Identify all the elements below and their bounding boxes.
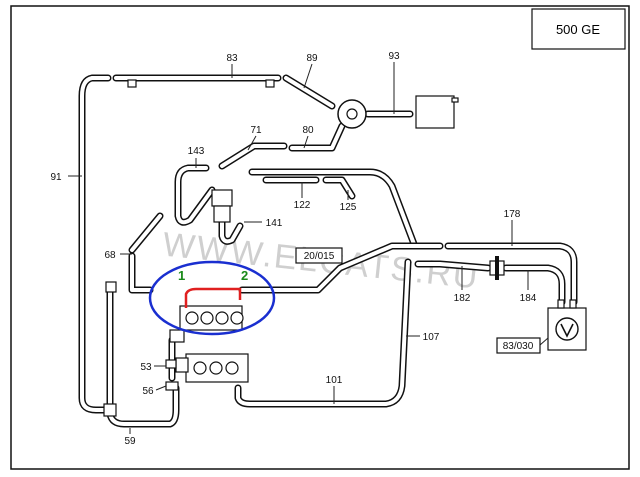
label-89: 89 [306,53,318,64]
valve-141 [211,189,233,223]
label-83-030: 83/030 [503,341,534,352]
engine-lower [165,353,249,383]
label-93: 93 [388,51,400,62]
marker-2: 2 [241,268,248,283]
ref-box-20-015 [295,247,343,264]
label-184: 184 [520,293,537,304]
label-107: 107 [423,332,440,343]
label-125: 125 [340,202,357,213]
brake-reservoir [547,299,587,351]
label-20-015: 20/015 [304,251,335,262]
highlight-circle [148,260,276,336]
label-101: 101 [326,375,343,386]
marker-1: 1 [178,268,185,283]
outer-frame [10,5,630,470]
label-178: 178 [504,209,521,220]
label-122: 122 [294,200,311,211]
label-182: 182 [454,293,471,304]
title-box [531,8,626,50]
engine-upper [169,305,244,343]
title-text: 500 GE [556,22,600,37]
part-labels: 83 89 93 91 71 80 143 141 122 125 178 68… [50,51,549,447]
label-141: 141 [266,218,283,229]
label-68: 68 [104,250,116,261]
ref-box-83-030 [496,337,541,354]
hose-91 [78,74,112,414]
label-83: 83 [226,53,238,64]
label-91: 91 [50,172,62,183]
label-53: 53 [140,362,152,373]
label-59: 59 [124,436,136,447]
hose-59 [106,286,180,428]
label-143: 143 [188,146,205,157]
highlighted-hose [184,287,242,308]
label-80: 80 [302,125,314,136]
vacuum-pump [337,95,459,129]
hose-71 [218,142,288,170]
label-71: 71 [250,125,262,136]
hoses [78,74,578,428]
label-56: 56 [142,386,154,397]
